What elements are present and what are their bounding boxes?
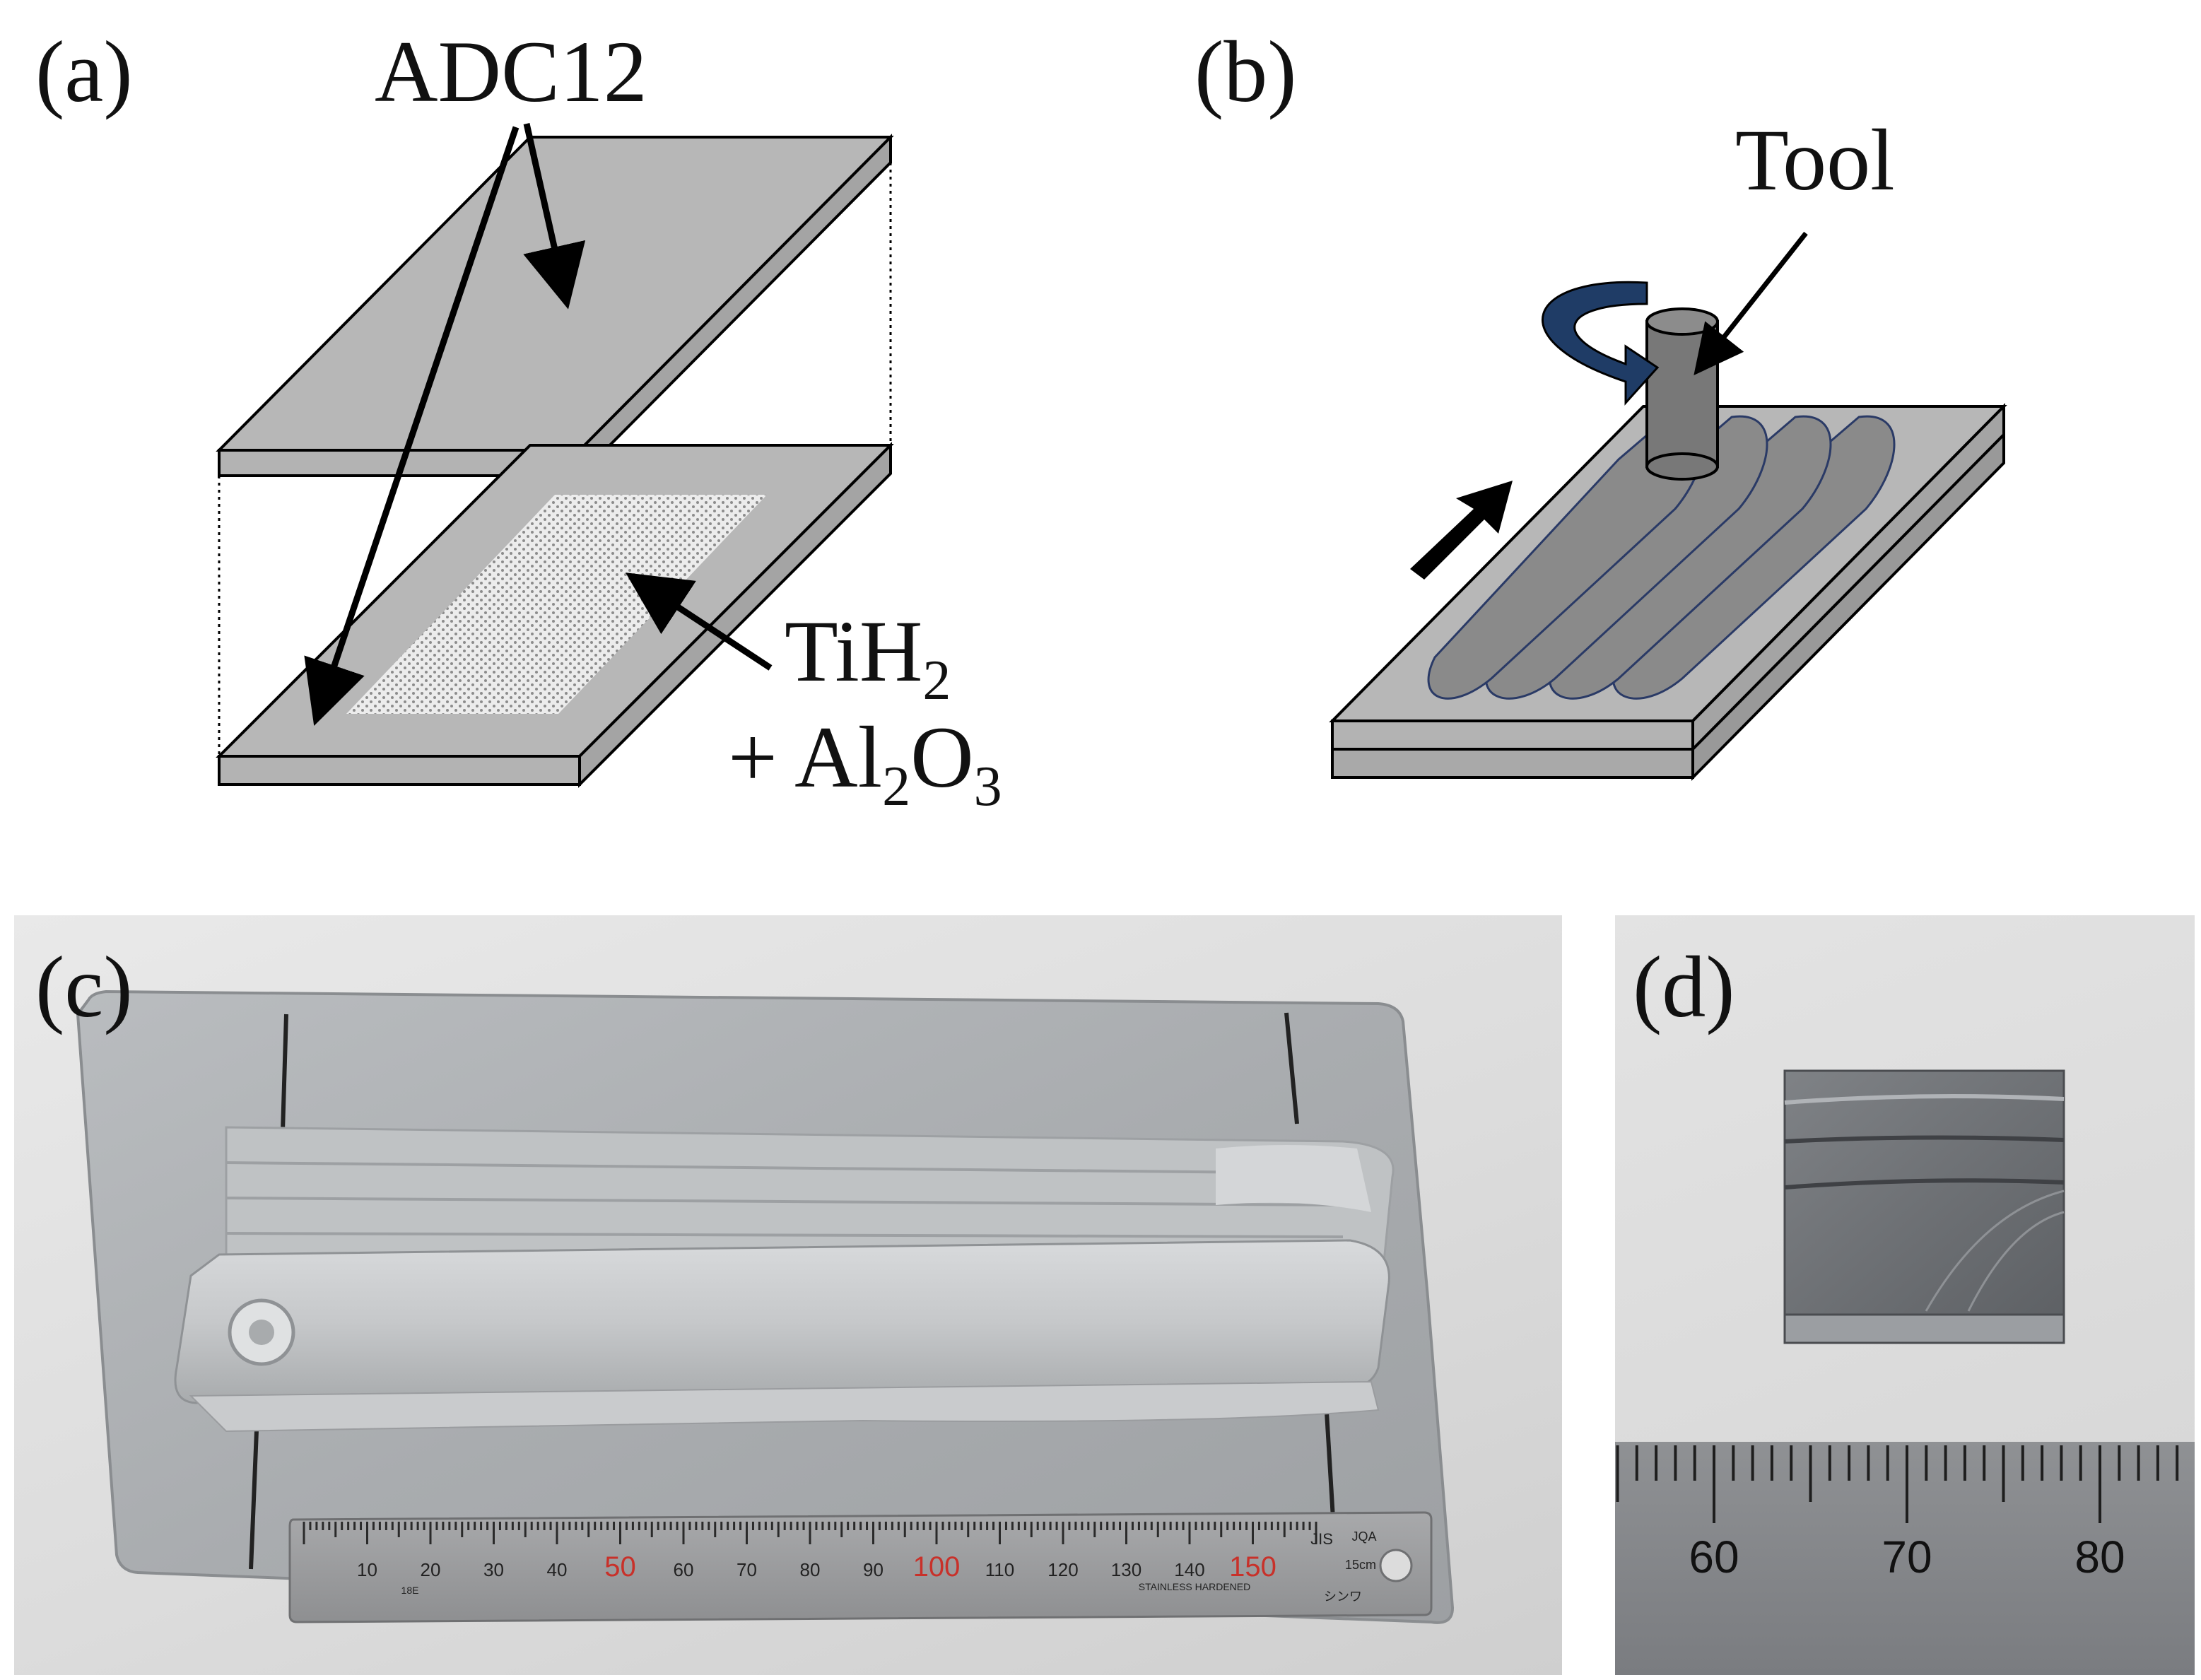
ruler-c-mark: JQA <box>1351 1529 1376 1544</box>
ruler-d: 60 70 80 <box>1615 1442 2195 1675</box>
tih2-text: TiH <box>785 603 923 700</box>
ruler-c-number: 130 <box>1111 1559 1141 1580</box>
ruler-d-number: 70 <box>1882 1532 1932 1582</box>
ruler-c-number: 60 <box>674 1559 694 1580</box>
adc12-label: ADC12 <box>375 23 647 120</box>
panel-c-drawing: 10 20 30 40 50 60 70 80 90 100 110 120 130 140 150 JIS J… <box>76 989 1455 1624</box>
tool-cylinder <box>1645 307 1719 481</box>
panel-d-label: (d) <box>1633 939 1735 1035</box>
ruler-c: 10 20 30 40 50 60 70 80 90 100 110 120 130 140 150 JIS J… <box>288 1511 1433 1623</box>
al2o3-sub-b: 3 <box>973 756 1002 818</box>
ruler-c-number: 100 <box>913 1551 961 1582</box>
ruler-c-number: 140 <box>1174 1559 1204 1580</box>
panel-a-label: (a) <box>35 23 133 120</box>
ruler-c-number: 110 <box>985 1559 1014 1580</box>
ruler-c-number: 120 <box>1047 1559 1078 1580</box>
al2o3-sub-a: 2 <box>882 756 911 818</box>
processed-beads <box>174 1126 1395 1433</box>
ruler-c-number: 90 <box>863 1559 884 1580</box>
adc12-arrows <box>304 123 586 727</box>
panel-c-photo: 10 20 30 40 50 60 70 80 90 100 110 120 130 140 150 JIS J… <box>14 915 1562 1675</box>
ruler-c-number: 80 <box>800 1559 821 1580</box>
ruler-c-mark: STAINLESS HARDENED <box>1139 1581 1250 1592</box>
powder-patch <box>346 495 767 714</box>
ruler-c-mark: JIS <box>1310 1530 1333 1548</box>
tih2-sub: 2 <box>922 650 951 712</box>
al2o3-pre: + Al <box>728 709 883 806</box>
ruler-c-number: 10 <box>357 1559 377 1580</box>
ruler-c-number: 50 <box>604 1551 636 1582</box>
ruler-c-mark: 15cm <box>1345 1558 1376 1572</box>
ruler-d-number: 60 <box>1689 1532 1739 1582</box>
traverse-arrow-icon <box>1410 481 1513 580</box>
al2o3-label: + Al2O3 <box>728 714 1002 818</box>
top-plate <box>216 134 894 479</box>
ruler-d-number: 80 <box>2074 1532 2125 1582</box>
ruler-c-number: 70 <box>736 1559 757 1580</box>
powder-arrow <box>625 572 773 671</box>
tih2-label: TiH2 <box>785 608 951 712</box>
ruler-c-number: 40 <box>547 1559 568 1580</box>
ruler-c-mark: シンワ <box>1324 1590 1362 1604</box>
panel-c-label: (c) <box>35 939 133 1035</box>
tool-pointer-arrow <box>1694 231 1808 375</box>
ruler-c-mark: 18E <box>401 1585 419 1596</box>
tool-label: Tool <box>1735 112 1895 208</box>
metal-block <box>1783 1069 2065 1344</box>
weld-beads <box>1427 415 1896 700</box>
ruler-c-number: 150 <box>1229 1551 1276 1582</box>
al2o3-mid: O <box>910 709 974 806</box>
ruler-c-number: 20 <box>421 1559 441 1580</box>
diagram-svg <box>216 123 2007 788</box>
ruler-c-number: 30 <box>483 1559 504 1580</box>
panel-d-drawing: 60 70 80 <box>1615 1069 2195 1675</box>
panel-b-label: (b) <box>1195 23 1297 120</box>
rotation-arrow-icon <box>1541 281 1660 406</box>
panel-d-photo: 60 70 80 (d) <box>1615 915 2195 1675</box>
